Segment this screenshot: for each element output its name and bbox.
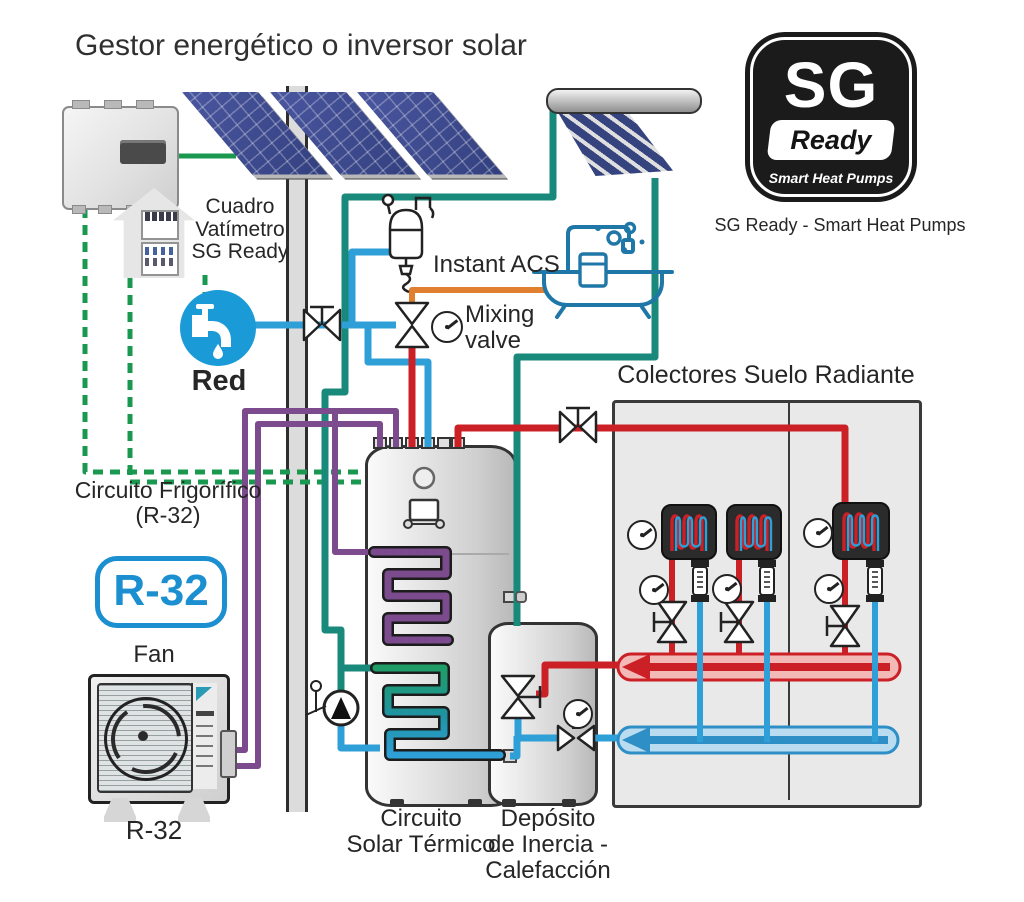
meter-breaker-box xyxy=(141,210,179,240)
valve-heating-supply-icon xyxy=(558,406,598,444)
mains-water-icon xyxy=(180,290,256,366)
refrigerant-circuit-label: Circuito Frigorífico (R-32) xyxy=(74,477,262,528)
fan-pipe-connector xyxy=(220,730,237,778)
fan-ring xyxy=(96,689,196,789)
inverter-connector xyxy=(136,100,154,109)
fan-refrigerant-label: R-32 xyxy=(125,815,183,845)
fan-label: Fan xyxy=(133,641,175,668)
inverter-connector xyxy=(104,100,122,109)
solar-pump-icon xyxy=(305,680,360,727)
inverter-connector xyxy=(72,100,90,109)
mains-water-label: Red xyxy=(191,365,247,397)
sg-logo-text: SG xyxy=(783,49,879,121)
circuit3-gauge-top xyxy=(803,518,833,548)
circuit3-gauge xyxy=(814,574,844,604)
circuit1-gauge-top xyxy=(627,520,657,550)
mixing-valve-gauge xyxy=(431,311,463,343)
circuit1-gauge xyxy=(639,575,669,605)
radiant-floor-panel-divider xyxy=(788,402,790,800)
wall-divider xyxy=(286,86,308,812)
meter-wattmeter-box xyxy=(141,242,179,276)
buffer-return-gauge xyxy=(563,699,593,729)
inverter-connector xyxy=(98,205,112,214)
page-title: Gestor energético o inversor solar xyxy=(75,29,527,62)
solar-collector-header-tube xyxy=(546,88,702,114)
inverter-connector xyxy=(72,205,86,214)
instant-acs-label: Instant ACS xyxy=(433,251,560,278)
manifold-panel-label: Colectores Suelo Radiante xyxy=(617,361,915,389)
r32-badge: R-32 xyxy=(95,556,227,628)
tank-foot xyxy=(562,799,576,807)
mixing-valve-label: Mixing valve xyxy=(465,301,535,354)
meter-panel-label: Cuadro Vatímetro SG Ready xyxy=(191,195,289,264)
expansion-vessel-icon xyxy=(381,193,435,294)
buffer-tank-label: Depósito de Inercia - Calefacción xyxy=(485,805,611,884)
heat-pump-outdoor-unit xyxy=(88,674,230,804)
inverter-display xyxy=(120,140,166,164)
fan-grille xyxy=(96,683,196,793)
sg-caption: SG Ready - Smart Heat Pumps xyxy=(714,215,966,235)
mixing-valve-icon xyxy=(394,301,430,349)
bathtub-icon xyxy=(532,221,674,319)
valve-cold-water-icon xyxy=(302,305,342,342)
brand-logo-icon xyxy=(196,687,212,701)
tap-glyph xyxy=(192,304,231,359)
fan-side-panel xyxy=(191,683,217,789)
sg-ready-logo: SG Ready Smart Heat Pumps xyxy=(745,32,917,202)
sg-logo-banner: Ready xyxy=(766,120,896,160)
tank-foot xyxy=(502,799,516,807)
tank-foot xyxy=(468,799,482,807)
pv-panel-3 xyxy=(357,92,503,177)
circuit2-gauge xyxy=(712,574,742,604)
tank-foot xyxy=(390,799,404,807)
solar-tank-label: Circuito Solar Térmico xyxy=(346,805,496,858)
solar-tank-seam xyxy=(367,553,509,555)
